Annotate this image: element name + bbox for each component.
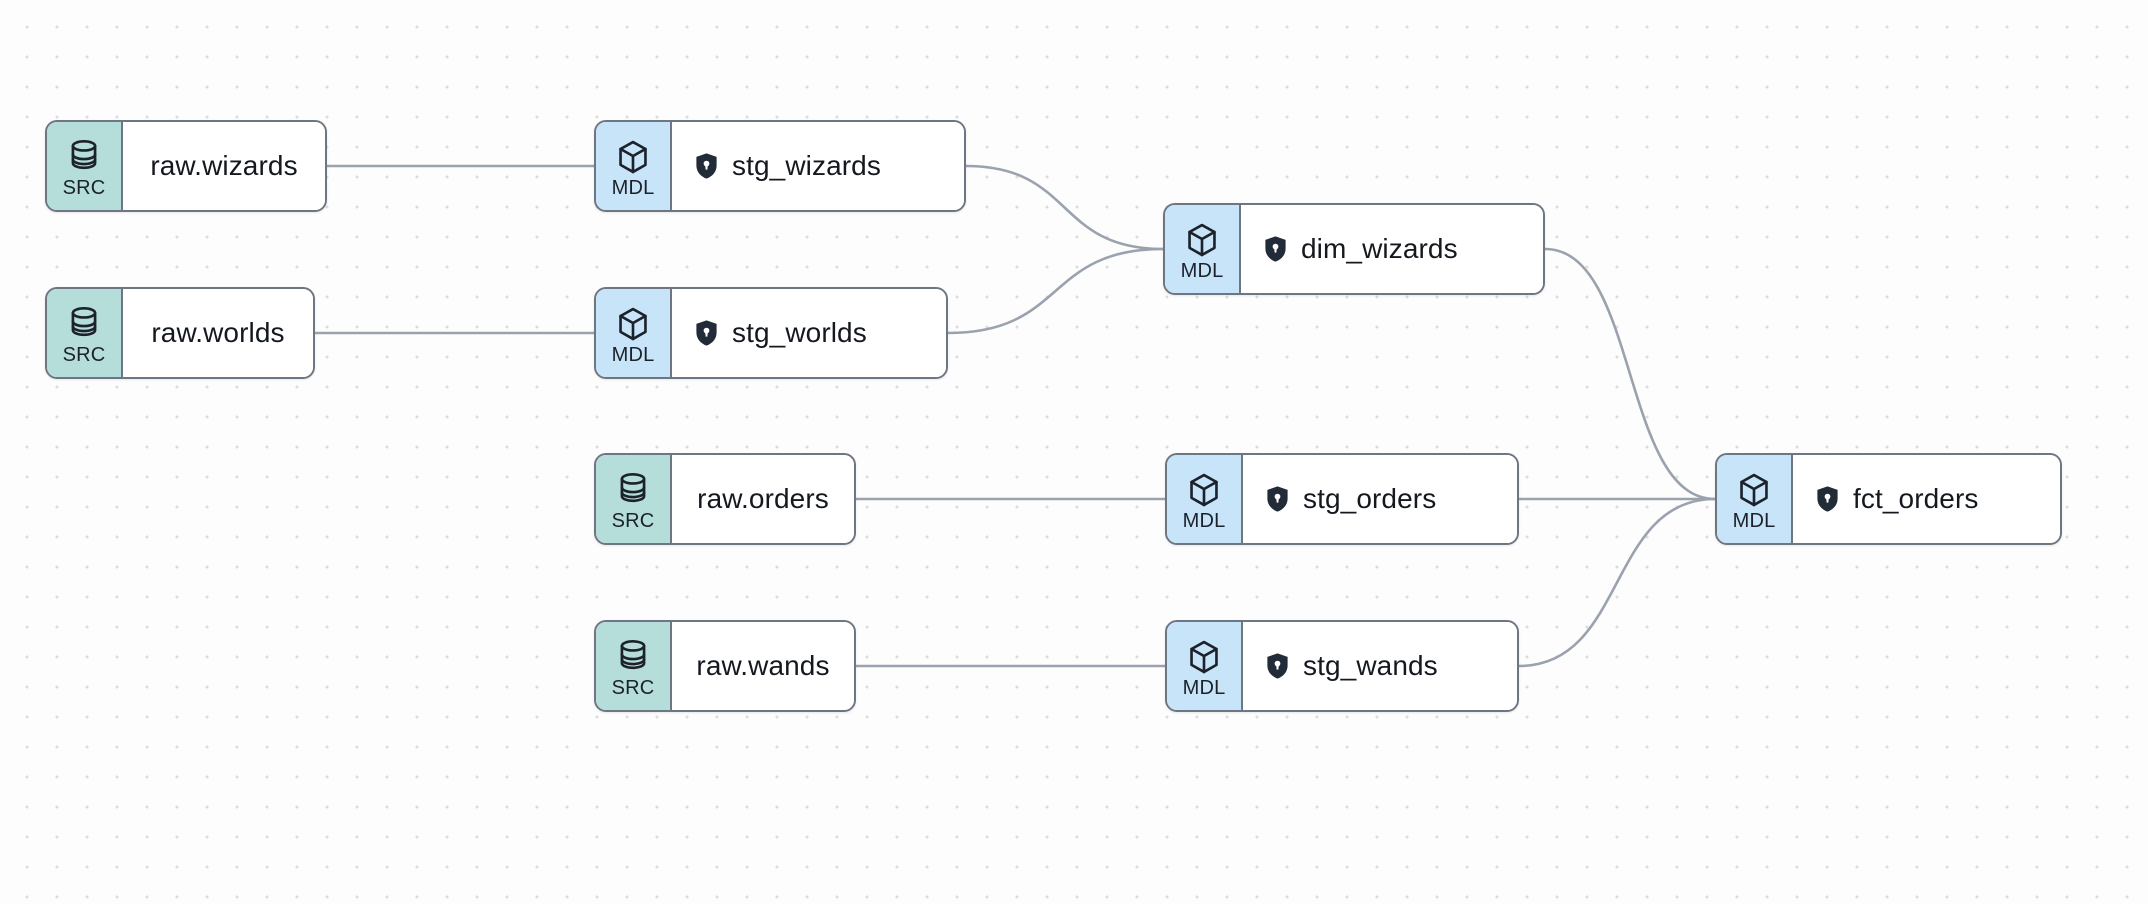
graph-node-raw-wizards[interactable]: SRC raw.wizards [45, 120, 327, 212]
node-body: fct_orders [1793, 455, 2060, 543]
node-type-badge-src: SRC [596, 622, 672, 710]
cube-icon [616, 139, 650, 175]
node-label: stg_wands [1303, 650, 1438, 681]
node-type-label: MDL [1180, 259, 1224, 282]
shield-lock-icon [1263, 235, 1288, 263]
node-label: dim_wizards [1301, 233, 1458, 264]
database-icon [67, 139, 101, 175]
graph-node-stg-wizards[interactable]: MDL stg_wizards [594, 120, 966, 212]
cube-icon [616, 306, 650, 342]
node-type-label: MDL [611, 343, 655, 366]
graph-node-dim-wizards[interactable]: MDL dim_wizards [1163, 203, 1545, 295]
node-body: raw.wizards [123, 122, 325, 210]
node-type-label: MDL [1732, 509, 1776, 532]
node-type-badge-mdl: MDL [1717, 455, 1793, 543]
database-icon [616, 639, 650, 675]
node-type-badge-src: SRC [47, 122, 123, 210]
cube-icon [1737, 472, 1771, 508]
node-label: raw.worlds [151, 317, 285, 348]
graph-node-stg-worlds[interactable]: MDL stg_worlds [594, 287, 948, 379]
node-body: stg_orders [1243, 455, 1517, 543]
graph-node-stg-wands[interactable]: MDL stg_wands [1165, 620, 1519, 712]
node-type-badge-mdl: MDL [1165, 205, 1241, 293]
node-type-badge-mdl: MDL [1167, 622, 1243, 710]
node-type-badge-mdl: MDL [1167, 455, 1243, 543]
shield-lock-icon [694, 319, 719, 347]
graph-node-raw-wands[interactable]: SRC raw.wands [594, 620, 856, 712]
shield-lock-icon [1265, 485, 1290, 513]
graph-node-stg-orders[interactable]: MDL stg_orders [1165, 453, 1519, 545]
node-label: stg_wizards [732, 150, 881, 181]
database-icon [616, 472, 650, 508]
node-body: stg_worlds [672, 289, 946, 377]
cube-icon [1187, 472, 1221, 508]
node-body: stg_wizards [672, 122, 964, 210]
node-label: fct_orders [1853, 483, 1979, 514]
database-icon [67, 306, 101, 342]
node-type-badge-mdl: MDL [596, 289, 672, 377]
shield-lock-icon [1815, 485, 1840, 513]
node-type-badge-mdl: MDL [596, 122, 672, 210]
node-body: raw.orders [672, 455, 854, 543]
node-body: raw.wands [672, 622, 854, 710]
node-body: dim_wizards [1241, 205, 1543, 293]
cube-icon [1185, 222, 1219, 258]
node-type-label: MDL [1182, 676, 1226, 699]
node-type-badge-src: SRC [47, 289, 123, 377]
shield-lock-icon [694, 152, 719, 180]
node-type-label: SRC [611, 676, 655, 699]
shield-lock-icon [1265, 652, 1290, 680]
node-label: raw.wands [696, 650, 830, 681]
node-body: stg_wands [1243, 622, 1517, 710]
node-type-label: MDL [1182, 509, 1226, 532]
node-body: raw.worlds [123, 289, 313, 377]
node-type-label: SRC [62, 176, 106, 199]
node-label: raw.orders [697, 483, 829, 514]
node-type-label: MDL [611, 176, 655, 199]
node-type-badge-src: SRC [596, 455, 672, 543]
node-type-label: SRC [62, 343, 106, 366]
graph-node-fct-orders[interactable]: MDL fct_orders [1715, 453, 2062, 545]
node-label: raw.wizards [150, 150, 298, 181]
cube-icon [1187, 639, 1221, 675]
graph-node-raw-orders[interactable]: SRC raw.orders [594, 453, 856, 545]
node-label: stg_orders [1303, 483, 1437, 514]
node-type-label: SRC [611, 509, 655, 532]
node-label: stg_worlds [732, 317, 867, 348]
graph-node-raw-worlds[interactable]: SRC raw.worlds [45, 287, 315, 379]
